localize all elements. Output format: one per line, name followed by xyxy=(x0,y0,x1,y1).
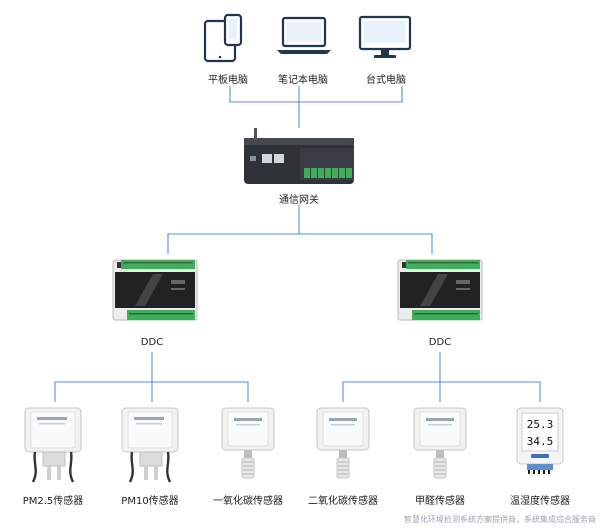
terminal-tablet: 平板电脑 xyxy=(203,13,248,86)
sensor-temp-humidity: 25.3 34.5 温湿度传感器 xyxy=(510,407,570,507)
sensor-formaldehyde: 甲醛传感器 xyxy=(413,407,467,507)
gateway-node: 通信网关 xyxy=(244,128,354,206)
ddc-node-right: DDC xyxy=(397,259,483,348)
desktop-monitor-icon xyxy=(358,15,412,60)
sensor-pm10: PM10传感器 xyxy=(120,406,180,507)
gateway-label: 通信网关 xyxy=(279,193,319,206)
pm10-sensor-icon xyxy=(120,406,180,484)
terminal-desktop: 台式电脑 xyxy=(358,15,412,86)
lcd-reading-bottom: 34.5 xyxy=(527,435,554,448)
sensor-co: 一氧化碳传感器 xyxy=(213,407,283,507)
formaldehyde-sensor-icon xyxy=(413,407,467,479)
terminal-label: 台式电脑 xyxy=(366,73,406,86)
terminal-label: 平板电脑 xyxy=(208,73,248,86)
terminal-bus-line xyxy=(229,86,403,103)
ddc-node-left: DDC xyxy=(112,259,198,348)
terminal-label: 笔记本电脑 xyxy=(278,73,328,86)
connector-lines xyxy=(54,86,541,402)
co-sensor-icon xyxy=(221,407,275,479)
sensor-co2: 二氧化碳传感器 xyxy=(308,407,378,507)
terminal-laptop: 笔记本电脑 xyxy=(275,16,333,86)
lcd-reading-top: 25.3 xyxy=(527,418,554,431)
sensor-pm25: PM2.5传感器 xyxy=(23,406,84,507)
sensor-label: 一氧化碳传感器 xyxy=(213,494,283,507)
ddc2-sensor-bus xyxy=(342,381,541,402)
sensor-label: 二氧化碳传感器 xyxy=(308,494,378,507)
gateway-to-ddc-line xyxy=(167,233,433,254)
gateway-device-icon xyxy=(244,128,354,184)
sensor-label: PM10传感器 xyxy=(121,494,178,507)
ddc-label: DDC xyxy=(141,337,163,348)
tablet-phone-icon xyxy=(203,13,243,63)
laptop-icon xyxy=(275,16,333,56)
ddc-label: DDC xyxy=(429,337,451,348)
ddc-controller-icon xyxy=(397,259,483,321)
ddc-controller-icon xyxy=(112,259,198,321)
sensor-label: PM2.5传感器 xyxy=(23,494,84,507)
sensor-label: 温湿度传感器 xyxy=(510,494,570,507)
watermark-text: 智慧化环境检测系统方案提供商，系统集成综合服务商 xyxy=(404,514,596,524)
sensor-label: 甲醛传感器 xyxy=(415,494,465,507)
co2-sensor-icon xyxy=(316,407,370,479)
pm25-sensor-icon xyxy=(23,406,83,484)
